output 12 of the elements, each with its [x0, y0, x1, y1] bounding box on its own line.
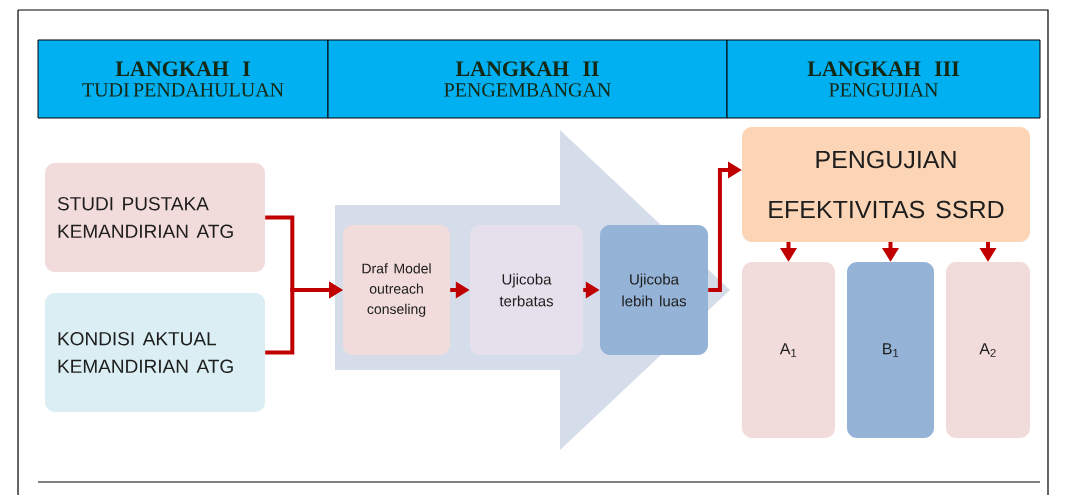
process-box: A$_{2}$	[946, 262, 1030, 438]
process-box: STUDI PUSTAKA KEMANDIRIAN ATG	[45, 163, 265, 272]
process-box: A$_{1}$	[742, 262, 835, 438]
process-box: Draf Model outreach conseling	[343, 225, 450, 355]
header-cell: LANGKAH III PENGUJIAN	[726, 39, 1041, 119]
process-box: B$_{1}$	[847, 262, 934, 438]
header-cell: LANGKAH I TUDI PENDAHULUAN	[37, 39, 329, 119]
process-box: PENGUJIAN EFEKTIVITAS SSRD	[742, 127, 1030, 242]
process-box: Ujicoba lebih luas	[600, 225, 708, 355]
header-cell: LANGKAH II PENGEMBANGAN	[327, 39, 728, 119]
process-box: Ujicoba terbatas	[470, 225, 583, 355]
process-box: KONDISI AKTUAL KEMANDIRIAN ATG	[45, 293, 265, 412]
